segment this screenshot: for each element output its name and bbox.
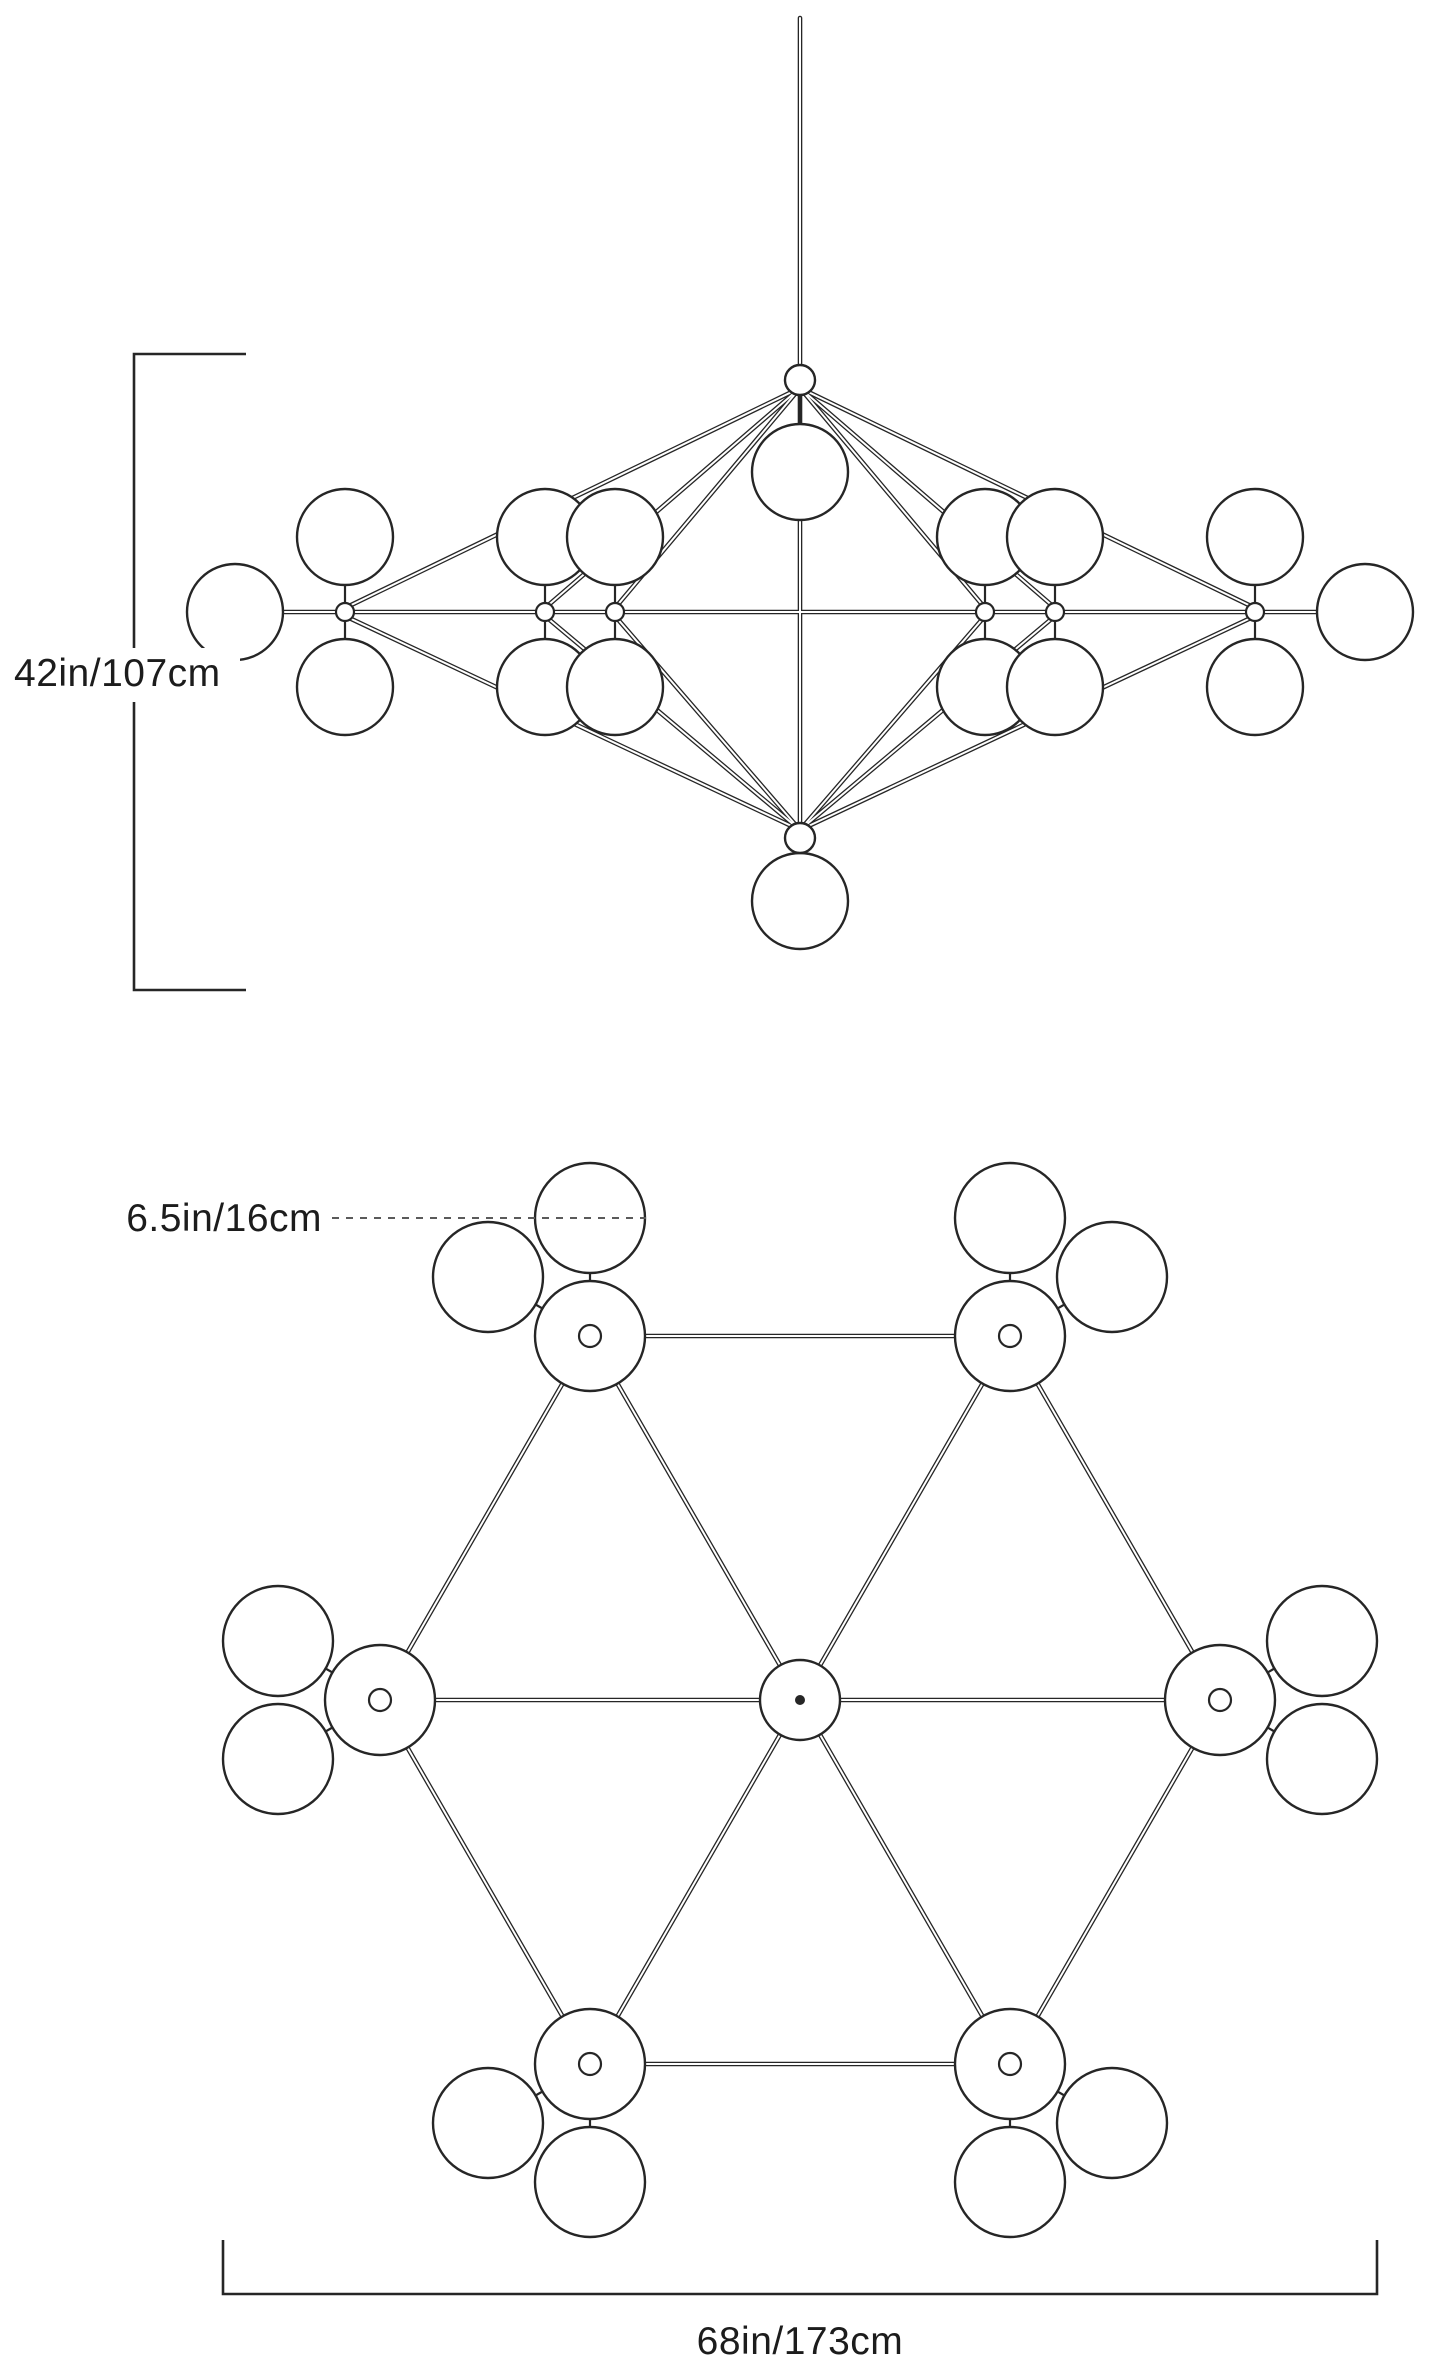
arm-connector <box>1207 1687 1233 1713</box>
globe <box>1205 637 1305 737</box>
globe <box>750 851 850 951</box>
plan-view-connectors <box>367 1323 1233 2077</box>
side-view-globes <box>185 422 1415 951</box>
globe <box>1055 1220 1169 1334</box>
arm-connector <box>1244 601 1266 623</box>
arm-connector <box>577 2051 603 2077</box>
globe <box>221 1702 335 1816</box>
globe <box>431 2066 545 2180</box>
globe <box>431 1220 545 1334</box>
globe <box>295 637 395 737</box>
globe <box>1205 487 1305 587</box>
arm-connector <box>604 601 626 623</box>
arm-connector <box>577 1323 603 1349</box>
center-hub-dot <box>795 1695 805 1705</box>
width-dimension: 68in/173cm <box>221 2240 1379 2363</box>
width-dimension-label: 68in/173cm <box>697 2320 904 2363</box>
plan-view-frame-inner <box>379 1335 1221 2065</box>
arm-connector <box>974 601 996 623</box>
arm-connector <box>367 1687 393 1713</box>
width-dimension-bracket <box>221 2240 1379 2296</box>
top-hub <box>783 363 817 397</box>
arm-connector <box>997 1323 1023 1349</box>
side-view-connectors <box>334 601 1266 623</box>
globe <box>953 2125 1067 2239</box>
globe <box>533 2125 647 2239</box>
globe <box>295 487 395 587</box>
side-elevation-view <box>185 15 1415 951</box>
globe <box>185 562 285 662</box>
globe <box>1055 2066 1169 2180</box>
globe <box>750 422 850 522</box>
arm-connector <box>1044 601 1066 623</box>
globe <box>565 487 665 587</box>
globe <box>953 1161 1067 1275</box>
bottom-hub <box>783 821 817 855</box>
arm-connector <box>334 601 356 623</box>
globe-diameter-label: 6.5in/16cm <box>126 1197 322 1240</box>
plan-view <box>221 1161 1379 2239</box>
globe <box>221 1584 335 1698</box>
globe <box>1265 1702 1379 1816</box>
arm-connector <box>997 2051 1023 2077</box>
globe <box>1265 1584 1379 1698</box>
plan-view-outer-globes <box>221 1161 1379 2239</box>
globe <box>565 637 665 737</box>
globe <box>1005 487 1105 587</box>
globe <box>1005 637 1105 737</box>
arm-connector <box>534 601 556 623</box>
height-dimension-label: 42in/107cm <box>14 652 221 695</box>
globe-diameter-dimension: 6.5in/16cm <box>126 1197 646 1240</box>
height-label-mask <box>2 648 240 702</box>
height-dimension: 42in/107cm <box>2 352 246 992</box>
globe <box>1315 562 1415 662</box>
